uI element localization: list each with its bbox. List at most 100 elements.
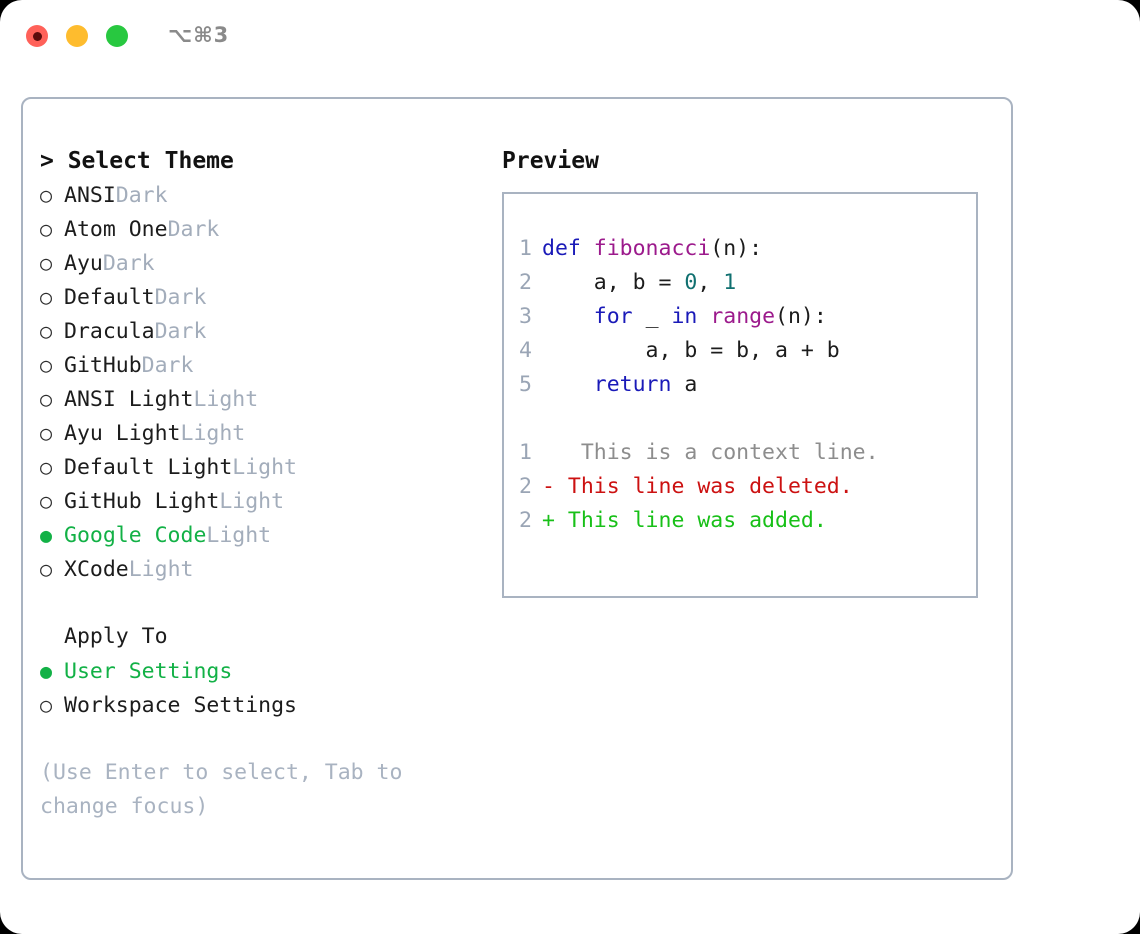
window-controls — [26, 25, 128, 47]
diff-marker: - — [542, 474, 555, 499]
theme-category: Light — [232, 455, 298, 480]
radio-selected-icon: ● — [40, 523, 53, 547]
dialog-panel: > Select Theme ○ANSI Dark○Atom One Dark○… — [21, 97, 1013, 880]
code-token-pln — [542, 304, 594, 329]
theme-option-atom-one[interactable]: ○ Atom One Dark — [40, 212, 490, 246]
diff-line-number: 2 — [519, 474, 532, 499]
code-token-num: 1 — [723, 270, 737, 295]
code-line: 5 return a — [504, 368, 976, 402]
theme-option-github-light[interactable]: ○ GitHub Light Light — [40, 484, 490, 518]
code-token-kw: def — [542, 236, 594, 261]
select-theme-heading: > Select Theme — [40, 148, 234, 174]
theme-option-google-code[interactable]: ● Google Code Light — [40, 518, 490, 552]
minimize-button[interactable] — [66, 25, 88, 47]
theme-category: Light — [206, 523, 272, 548]
title-bar: ⌥⌘3 — [0, 0, 1140, 78]
code-line: 1 def fibonacci(n): — [504, 232, 976, 266]
diff-marker — [542, 436, 555, 470]
radio-unselected-icon: ○ — [40, 353, 53, 377]
code-token-kw: return — [593, 372, 672, 397]
theme-option-default-light[interactable]: ○ Default Light Light — [40, 450, 490, 484]
code-token-fn: fibonacci — [593, 236, 711, 261]
theme-category: Light — [193, 387, 259, 412]
apply-to-list[interactable]: ●User Settings ○ Workspace Settings — [40, 654, 490, 722]
code-token-fn: range — [710, 304, 776, 329]
radio-unselected-icon: ○ — [40, 217, 53, 241]
keyboard-hint-text: (Use Enter to select, Tab to change focu… — [40, 760, 403, 819]
code-line-text: def fibonacci(n): — [542, 232, 762, 266]
theme-name: ANSI — [64, 183, 116, 208]
maximize-button[interactable] — [106, 25, 128, 47]
code-line-number: 2 — [519, 270, 532, 295]
theme-category: Light — [128, 557, 194, 582]
diff-sample: 1 This is a context line. 2- This line wa… — [504, 436, 976, 538]
theme-name: XCode — [64, 557, 129, 582]
theme-name: Ayu Light — [64, 421, 181, 446]
code-line-text: a, b = b, a + b — [542, 334, 840, 368]
apply-to-option-user-settings[interactable]: ●User Settings — [40, 654, 490, 688]
theme-category: Dark — [141, 353, 194, 378]
radio-unselected-icon: ○ — [40, 387, 53, 411]
apply-to-label: Workspace Settings — [64, 693, 297, 718]
theme-name: Google Code — [64, 523, 207, 548]
theme-category: Light — [219, 489, 285, 514]
code-token-kw: in — [671, 304, 698, 329]
theme-option-xcode[interactable]: ○ XCode Light — [40, 552, 490, 586]
theme-option-ansi[interactable]: ○ ANSI Dark — [40, 178, 490, 212]
theme-category: Dark — [154, 319, 207, 344]
diff-line-text: This is a context line. — [554, 440, 879, 465]
code-line-number: 5 — [519, 372, 532, 397]
theme-selector-column: > Select Theme ○ANSI Dark○Atom One Dark○… — [40, 144, 490, 824]
code-line: 2 a, b = 0, 1 — [504, 266, 976, 300]
radio-unselected-icon: ○ — [40, 693, 53, 717]
radio-unselected-icon: ○ — [40, 421, 53, 445]
code-line-text: a, b = 0, 1 — [542, 266, 736, 300]
close-button[interactable] — [26, 25, 48, 47]
diff-line-number: 1 — [519, 440, 532, 465]
theme-name: Ayu — [64, 251, 103, 276]
code-line-number: 1 — [519, 236, 532, 261]
theme-name: Dracula — [64, 319, 155, 344]
theme-category: Dark — [167, 217, 220, 242]
theme-option-dracula[interactable]: ○ Dracula Dark — [40, 314, 490, 348]
code-token-pln — [697, 304, 710, 329]
code-token-num: 0 — [684, 270, 698, 295]
apply-to-option-workspace-settings[interactable]: ○ Workspace Settings — [40, 688, 490, 722]
theme-option-ayu[interactable]: ○Ayu Dark — [40, 246, 490, 280]
theme-name: GitHub — [64, 353, 142, 378]
theme-category: Dark — [102, 251, 155, 276]
code-token-pln: a — [671, 372, 698, 397]
code-token-pln: _ — [632, 304, 672, 329]
code-token-pln: a, b = — [542, 270, 685, 295]
radio-unselected-icon: ○ — [40, 489, 53, 513]
theme-name: ANSI Light — [64, 387, 194, 412]
code-line-text: for _ in range(n): — [542, 300, 827, 334]
diff-line-text: This line was deleted. — [554, 474, 853, 499]
diff-line-added: 2+ This line was added. — [504, 504, 976, 538]
theme-name: GitHub Light — [64, 489, 220, 514]
code-token-pln — [542, 372, 594, 397]
theme-option-ansi-light[interactable]: ○ ANSI Light Light — [40, 382, 490, 416]
theme-name: Default Light — [64, 455, 233, 480]
radio-unselected-icon: ○ — [40, 557, 53, 581]
theme-option-default[interactable]: ○Default Dark — [40, 280, 490, 314]
theme-name: Atom One — [64, 217, 168, 242]
theme-category: Dark — [154, 285, 207, 310]
code-token-pln: (n): — [775, 304, 827, 329]
radio-selected-icon: ● — [40, 659, 53, 683]
code-line-number: 3 — [519, 304, 532, 329]
theme-list[interactable]: ○ANSI Dark○Atom One Dark○Ayu Dark○Defaul… — [40, 178, 490, 586]
code-token-pln: (n): — [710, 236, 763, 261]
code-line: 3 for _ in range(n): — [504, 300, 976, 334]
code-token-pln: , — [697, 270, 724, 295]
theme-option-ayu-light[interactable]: ○Ayu Light Light — [40, 416, 490, 450]
code-diff-spacer — [504, 402, 976, 436]
radio-unselected-icon: ○ — [40, 183, 53, 207]
radio-unselected-icon: ○ — [40, 319, 53, 343]
theme-category: Dark — [115, 183, 168, 208]
radio-unselected-icon: ○ — [40, 455, 53, 479]
theme-option-github[interactable]: ○ GitHub Dark — [40, 348, 490, 382]
